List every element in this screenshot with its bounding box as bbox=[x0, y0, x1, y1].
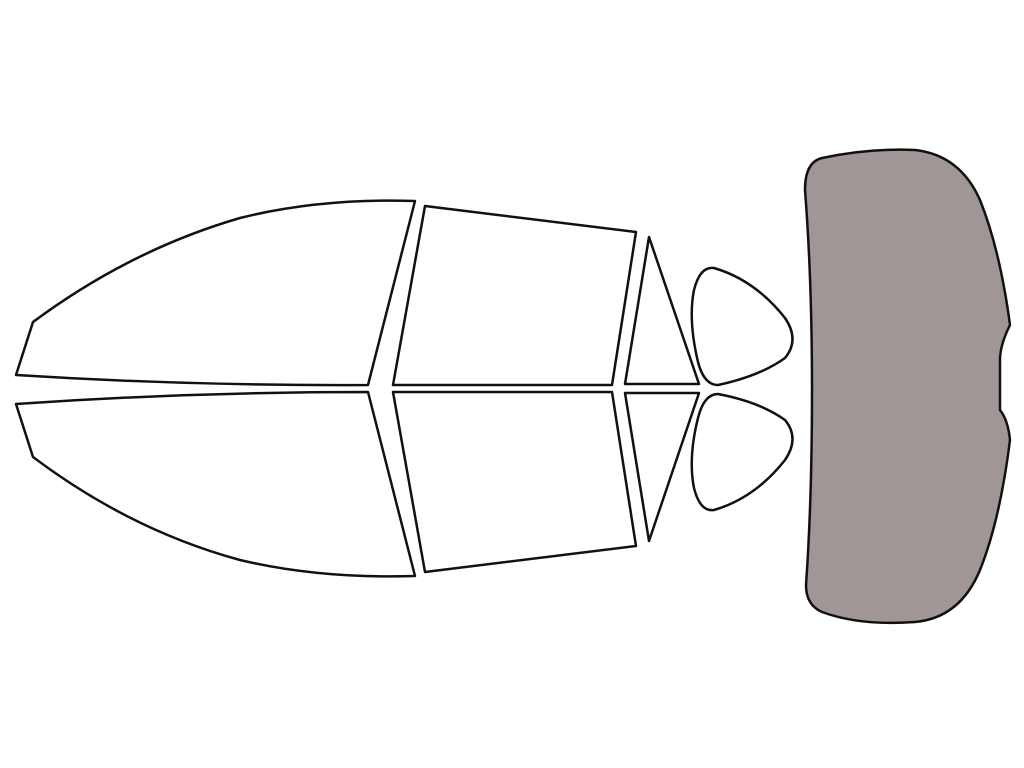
quarter-window-bottom[interactable] bbox=[690, 392, 794, 512]
front-door-window-top[interactable] bbox=[391, 204, 638, 387]
rear-windshield[interactable] bbox=[803, 148, 1012, 625]
front-windshield-side-top[interactable] bbox=[14, 199, 417, 387]
rear-door-window-bottom[interactable] bbox=[623, 391, 701, 543]
rear-door-window-top[interactable] bbox=[623, 235, 701, 386]
quarter-window-top[interactable] bbox=[690, 266, 794, 387]
front-windshield-side-bottom[interactable] bbox=[14, 390, 417, 578]
front-door-window-bottom[interactable] bbox=[391, 390, 638, 574]
